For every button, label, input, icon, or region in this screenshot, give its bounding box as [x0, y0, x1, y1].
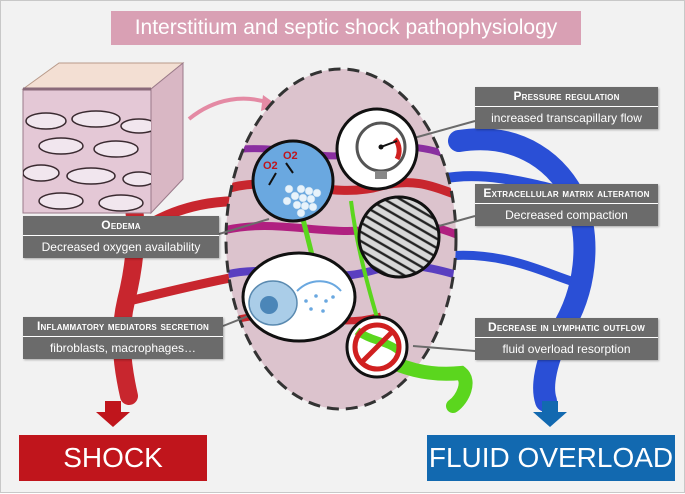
ecm-alteration-box: Extracellular matrix alteration Decrease… [475, 184, 658, 227]
lymphatic-outflow-text: fluid overload resorption [502, 342, 631, 356]
fluid-overload-outcome: FLUID OVERLOAD [427, 435, 675, 481]
extracellular-matrix-circle [357, 195, 441, 279]
oedema-box: Oedema Decreased oxygen availability [23, 216, 219, 259]
inflammatory-cell-ellipse [241, 251, 357, 343]
lymphatic-outflow-heading: Decrease in lymphatic outflow [475, 318, 658, 338]
inflammatory-mediators-text: fibroblasts, macrophages… [49, 341, 197, 355]
oedema-text: Decreased oxygen availability [41, 240, 201, 254]
shock-outcome: SHOCK [19, 435, 207, 481]
pressure-regulation-text: increased transcapillary flow [491, 111, 642, 125]
shock-arrow-icon [96, 401, 130, 427]
vein-right [448, 128, 596, 412]
oxygen-label-1: O2 [263, 160, 278, 172]
ecm-alteration-text: Decreased compaction [505, 208, 628, 222]
inflammatory-mediators-box: Inflammatory mediators secretion fibrobl… [23, 317, 223, 360]
pointer-arrow [187, 96, 270, 121]
pressure-regulation-box: Pressure regulation increased transcapil… [475, 87, 658, 130]
inflammatory-mediators-heading: Inflammatory mediators secretion [23, 317, 223, 337]
blocked-lymphatic-icon [345, 315, 409, 379]
diagram-title: Interstitium and septic shock pathophysi… [111, 11, 581, 45]
vein-branch-2 [445, 250, 573, 286]
fluid-overload-arrow-icon [533, 401, 567, 427]
oedema-heading: Oedema [23, 216, 219, 236]
artery-branch-2 [127, 271, 242, 306]
pressure-regulation-heading: Pressure regulation [475, 87, 658, 107]
tissue-cube [21, 61, 185, 215]
pressure-gauge-icon [335, 107, 419, 191]
oxygen-label-2: O2 [283, 150, 298, 162]
ecm-alteration-heading: Extracellular matrix alteration [475, 184, 658, 204]
oxygen-diffusion-circle: O2 O2 [251, 139, 335, 223]
lymphatic-outflow-box: Decrease in lymphatic outflow fluid over… [475, 318, 658, 361]
